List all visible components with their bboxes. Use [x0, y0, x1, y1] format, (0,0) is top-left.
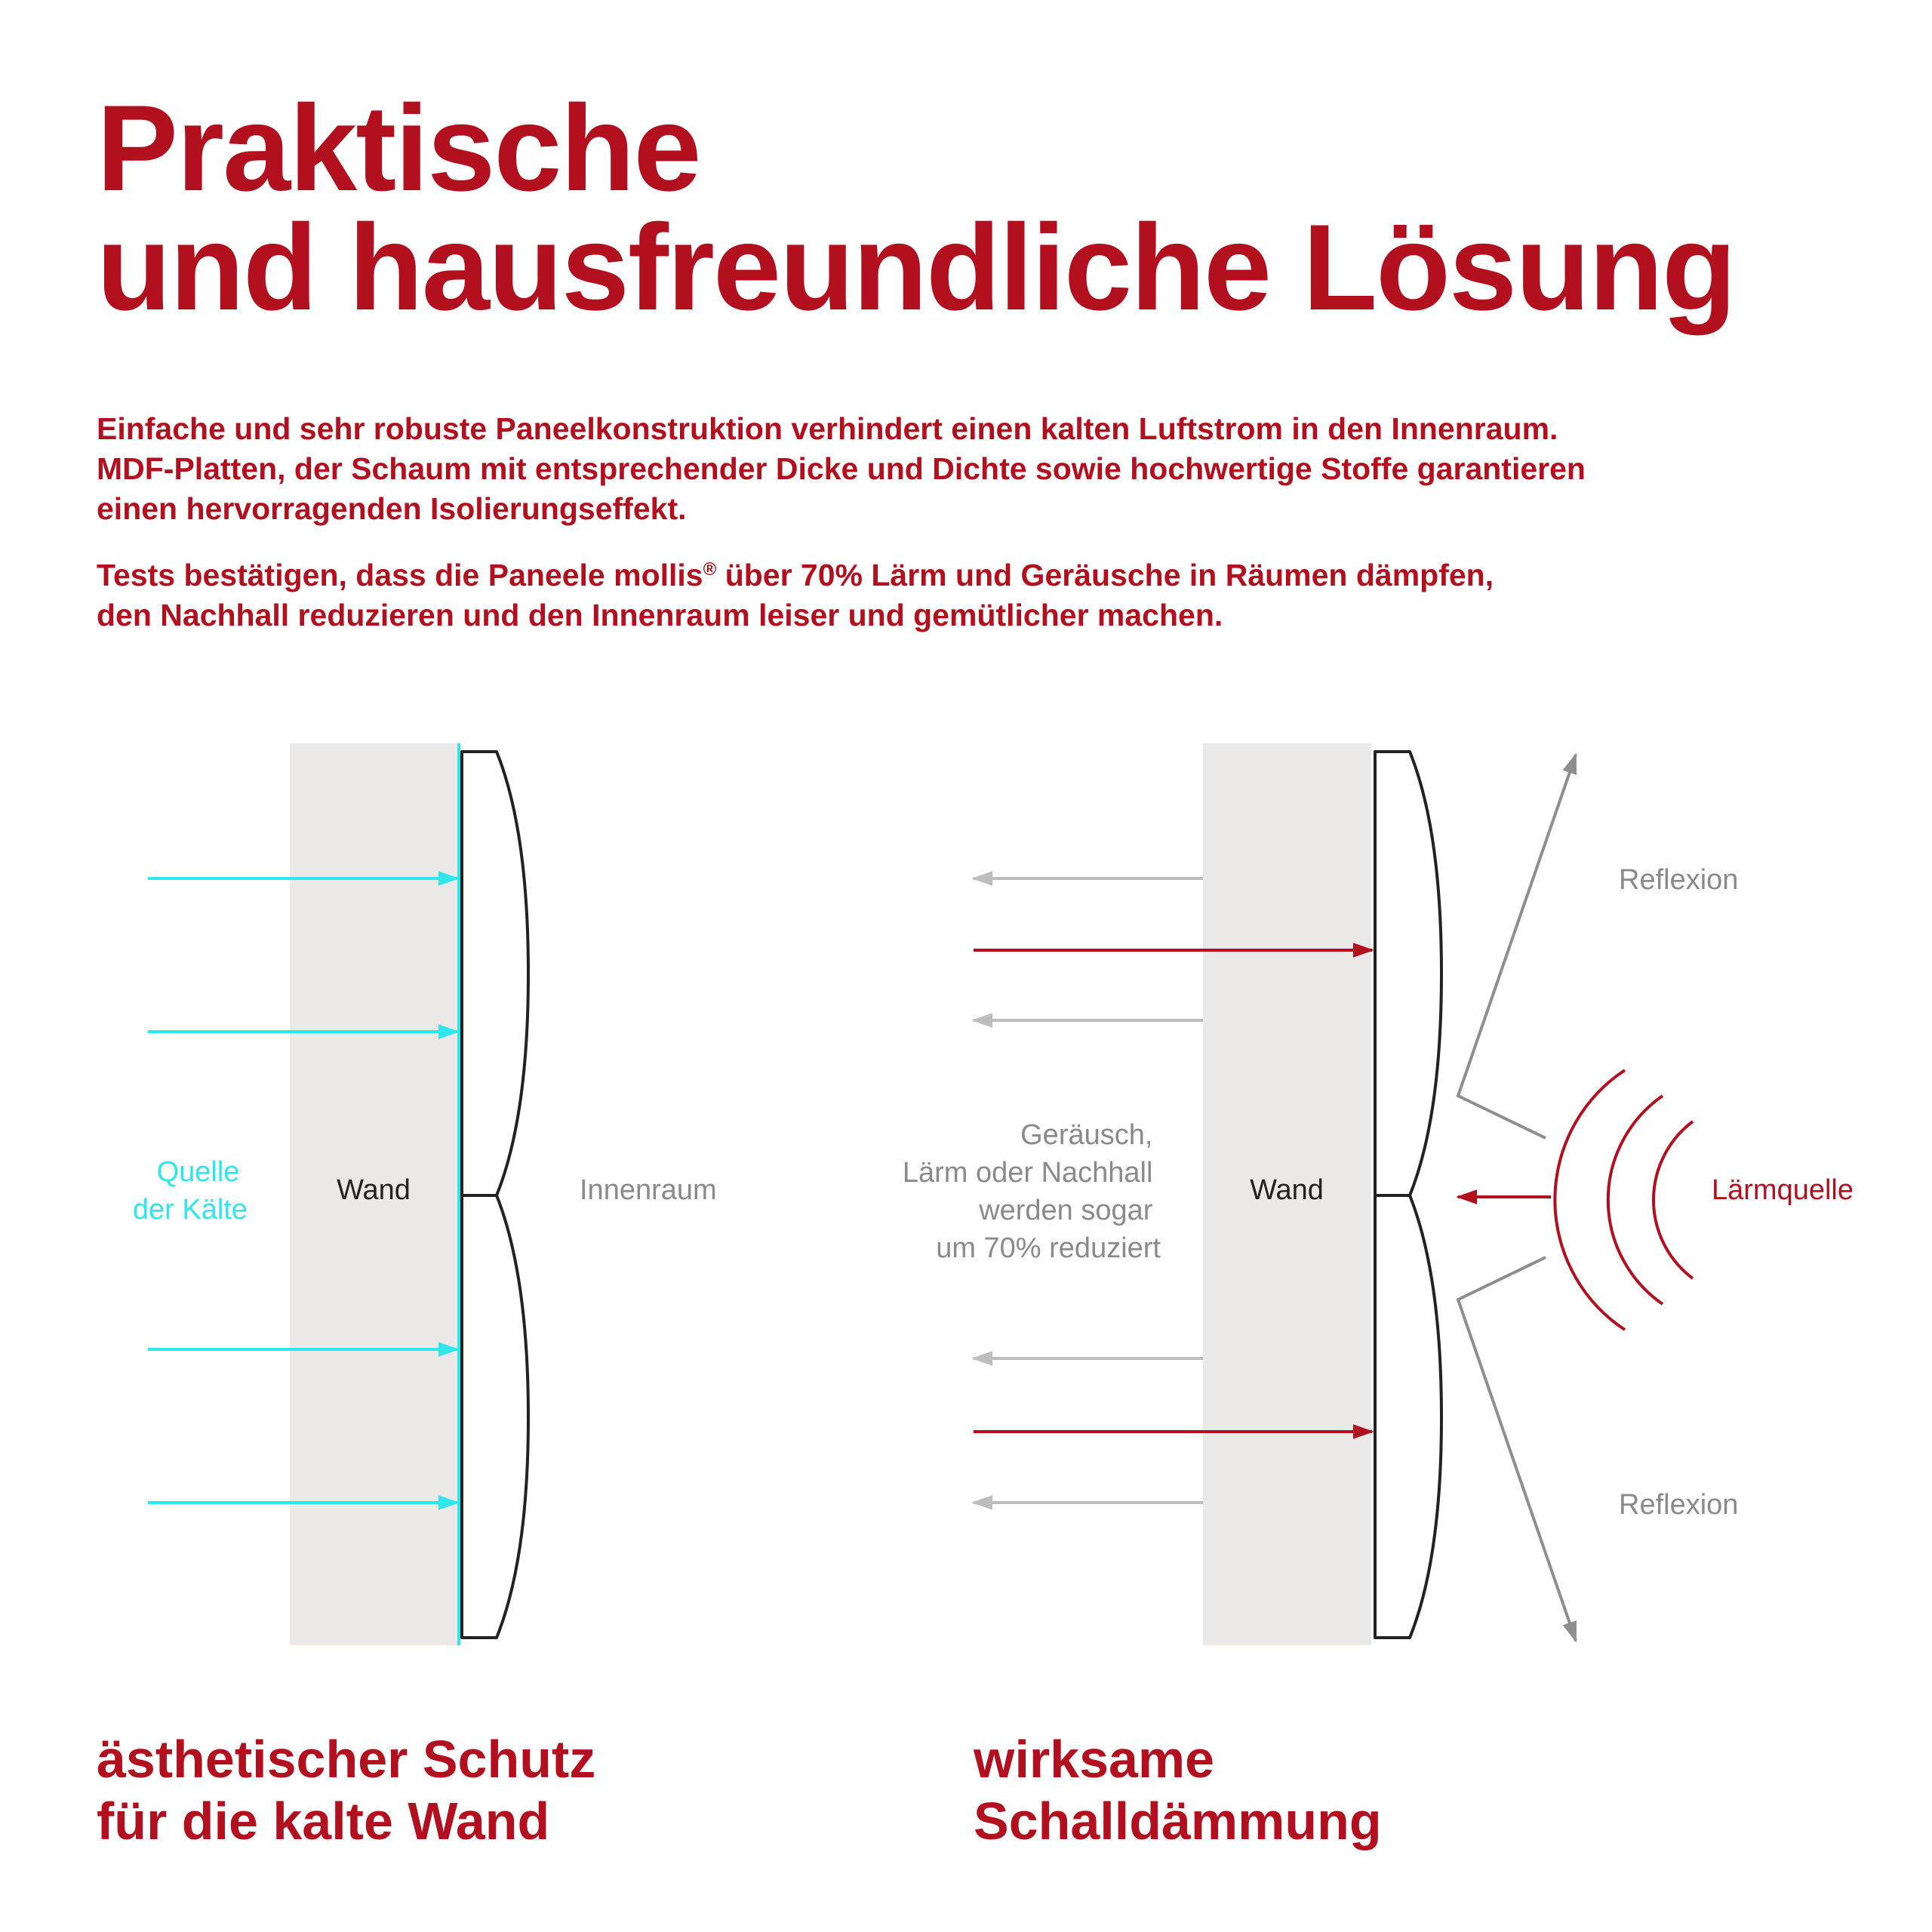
title-line-2: und hausfreundliche Lösung	[97, 199, 1737, 336]
caption-line: ästhetischer Schutz	[97, 1730, 596, 1789]
intro-line: Tests bestätigen, dass die Paneele molli…	[97, 558, 1494, 592]
reflection-label-bottom: Reflexion	[1619, 1489, 1738, 1521]
reflection-path-bottom	[1456, 1256, 1577, 1643]
sound-insulation-diagram: Geräusch, Lärm oder Nachhall werden soga…	[903, 743, 1854, 1645]
noise-reduction-note: Geräusch, Lärm oder Nachhall werden soga…	[903, 1119, 1161, 1264]
intro-paragraph-1: Einfache und sehr robuste Paneelkonstruk…	[97, 409, 1586, 529]
interior-label: Innenraum	[580, 1174, 717, 1206]
cold-source-label: Quelle der Kälte	[133, 1156, 248, 1226]
caption-line: wirksame	[974, 1730, 1215, 1789]
wall-right	[1203, 743, 1371, 1645]
reflection-label-top: Reflexion	[1619, 864, 1738, 896]
sound-wave	[1553, 1069, 1626, 1331]
caption-cold-wall: ästhetischer Schutz für die kalte Wand	[97, 1728, 595, 1852]
registered-mark: ®	[703, 559, 717, 580]
intro-line: einen hervorragenden Isolierungseffekt.	[97, 491, 687, 526]
panel-lower	[1374, 1194, 1443, 1639]
intro-paragraph-2: Tests bestätigen, dass die Paneele molli…	[97, 549, 1494, 635]
cold-wall-diagram: Quelle der Kälte Wand Innenraum	[133, 743, 717, 1645]
panel-lower	[460, 1194, 530, 1639]
intro-line: Einfache und sehr robuste Paneelkonstruk…	[97, 411, 1558, 446]
panel-upper	[1374, 750, 1443, 1197]
wall-label: Wand	[1250, 1174, 1324, 1206]
sound-wave	[1606, 1094, 1664, 1306]
caption-line: für die kalte Wand	[97, 1792, 550, 1850]
caption-line: Schalldämmung	[974, 1792, 1382, 1850]
intro-line: den Nachhall reduzieren und den Innenrau…	[97, 598, 1223, 632]
panel-upper	[460, 750, 530, 1197]
intro-line: MDF-Platten, der Schaum mit entsprechend…	[97, 451, 1586, 486]
sound-wave	[1652, 1120, 1694, 1280]
wall-label: Wand	[337, 1174, 411, 1206]
page-title: Praktische und hausfreundliche Lösung	[97, 80, 1737, 336]
title-line-1: Praktische	[97, 80, 702, 217]
wall-left	[290, 743, 460, 1645]
noise-source-label: Lärmquelle	[1712, 1174, 1854, 1206]
caption-sound-insulation: wirksame Schalldämmung	[974, 1728, 1382, 1852]
reflection-path-top	[1456, 752, 1577, 1140]
